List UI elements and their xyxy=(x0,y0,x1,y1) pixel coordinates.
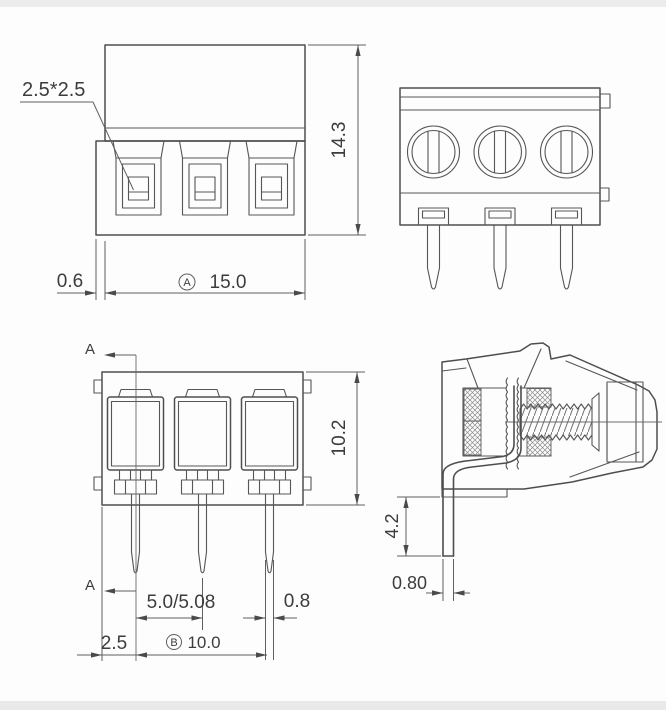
wire-funnel xyxy=(466,358,479,389)
side-latch xyxy=(93,476,103,491)
mounting-tab xyxy=(417,207,450,226)
solder-pin xyxy=(559,224,574,290)
datum-circle-a xyxy=(178,273,196,291)
housing-body xyxy=(399,87,601,226)
housing-outline xyxy=(441,342,658,490)
nut-hatch xyxy=(526,388,552,408)
solder-pin xyxy=(130,551,141,574)
wire-entry xyxy=(112,140,165,216)
solder-pin xyxy=(493,224,507,290)
solder-pin xyxy=(264,551,275,574)
dim-wall-offset: 0.6 xyxy=(57,239,106,300)
housing-body xyxy=(95,44,306,236)
solder-pin xyxy=(197,551,208,574)
side-latch xyxy=(599,187,610,202)
scan-edge-bottom xyxy=(0,701,666,710)
clamp-window xyxy=(194,176,216,201)
wire-entry xyxy=(178,140,232,216)
housing-foot xyxy=(441,488,508,498)
dim-edge-and-span: 2.5 B 10.0 xyxy=(77,507,267,661)
section-mark-top: A xyxy=(85,341,137,661)
screw-head xyxy=(539,125,594,179)
dim-pin-pitch-label: 5.0/5.08 xyxy=(147,592,216,613)
section-mark-bottom: A xyxy=(85,577,136,594)
dim-pin-thickness: 0.80 xyxy=(392,559,470,601)
wire-funnel xyxy=(523,348,542,389)
datum-circle-b xyxy=(166,634,182,650)
dim-slot-size-label: 2.5*2.5 xyxy=(22,79,85,101)
datum-letter-a: A xyxy=(183,277,191,289)
dim-wall-offset-label: 0.6 xyxy=(57,271,83,292)
front-view: 2.5*2.5 14.3 0.6 A 15.0 xyxy=(20,44,366,300)
mounting-tab xyxy=(484,207,516,226)
dim-pin-span-label: 10.0 xyxy=(187,633,220,652)
dim-pin-protrusion-label: 4.2 xyxy=(382,513,402,538)
clamp-window xyxy=(260,176,283,201)
terminal-cell xyxy=(173,388,232,574)
dim-pin-pitch: 5.0/5.08 xyxy=(136,578,215,630)
clamp-window xyxy=(127,176,150,201)
bottom-view: A A 10.2 5.0/5.08 xyxy=(77,341,365,661)
datum-letter-b: B xyxy=(170,637,177,649)
screw-head xyxy=(406,125,461,179)
dim-overall-height: 14.3 xyxy=(308,44,366,236)
terminal-cell xyxy=(240,388,299,574)
nut-hatch xyxy=(526,436,552,457)
dim-body-depth-label: 10.2 xyxy=(329,420,350,457)
dim-overall-width-label: 15.0 xyxy=(210,272,247,293)
dim-overall-width: A 15.0 xyxy=(105,239,306,300)
section-letter-bottom: A xyxy=(85,577,95,594)
housing-body xyxy=(101,371,304,506)
section-view: 4.2 0.80 xyxy=(382,342,662,601)
wire-entry xyxy=(245,140,298,216)
dim-pin-width: 0.8 xyxy=(243,560,310,660)
dim-pin-width-label: 0.8 xyxy=(284,591,310,612)
section-letter-top: A xyxy=(85,341,95,358)
dim-body-depth: 10.2 xyxy=(306,371,365,506)
dim-pin-thickness-label: 0.80 xyxy=(392,573,427,593)
leader-slot-size: 2.5*2.5 xyxy=(20,79,134,191)
side-latch xyxy=(93,379,103,394)
terminal-cell xyxy=(106,388,165,574)
mounting-tab xyxy=(550,207,583,226)
side-latch xyxy=(302,379,312,394)
thread-wall xyxy=(516,377,520,470)
top-view xyxy=(399,87,611,290)
solder-pin xyxy=(426,224,441,290)
side-latch xyxy=(599,93,611,109)
clamp-hatch xyxy=(463,388,482,422)
dim-edge-to-pin-label: 2.5 xyxy=(101,633,127,654)
dim-pin-protrusion: 4.2 xyxy=(382,496,441,557)
bent-contact xyxy=(442,385,522,557)
clamp-hatch xyxy=(463,420,482,456)
dim-overall-height-label: 14.3 xyxy=(329,122,350,159)
scan-edge-top xyxy=(0,0,666,7)
screw-head xyxy=(473,125,527,179)
side-latch xyxy=(302,476,312,491)
